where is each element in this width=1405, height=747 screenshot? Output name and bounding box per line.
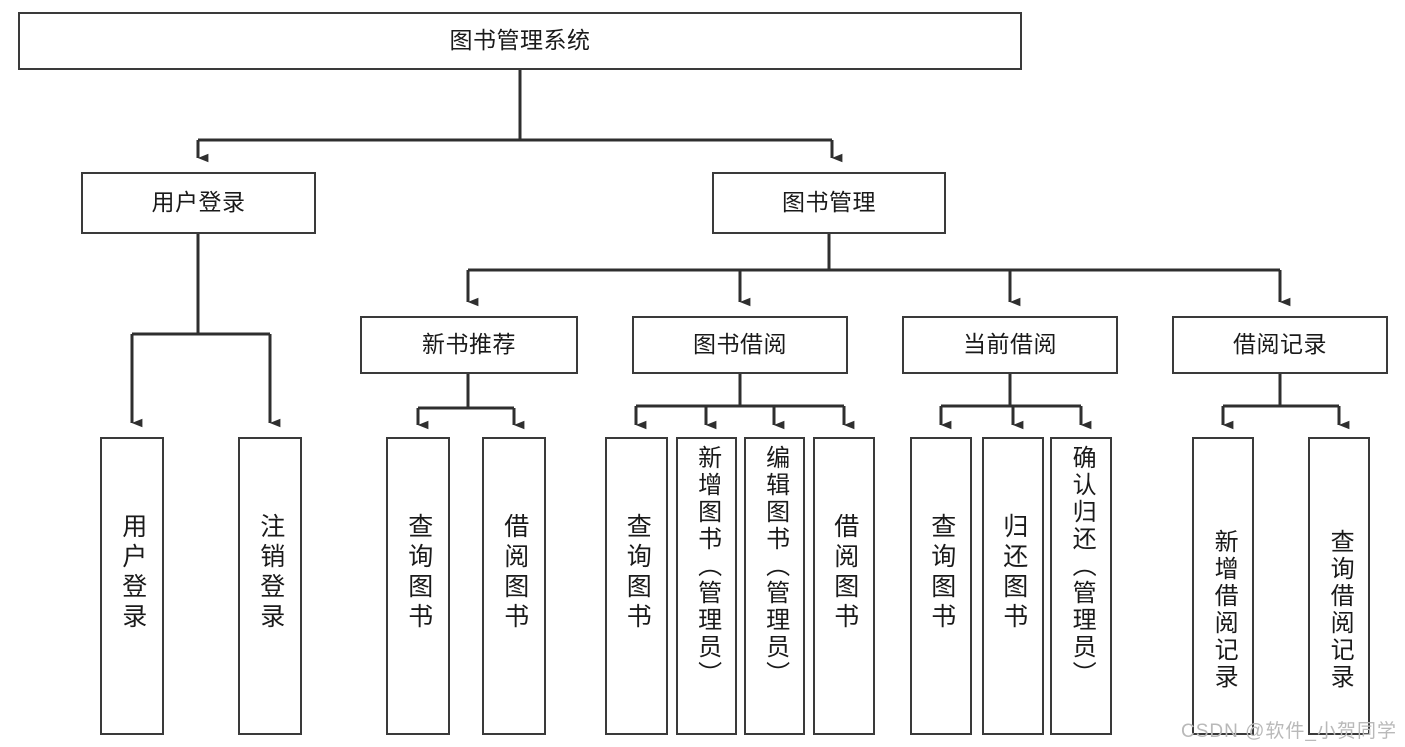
node-leaf-add-borrow-record[interactable]: 新增借阅记录	[1192, 437, 1254, 735]
node-current-borrow-label: 当前借阅	[963, 331, 1057, 358]
node-leaf-query-book-current[interactable]: 查询图书	[910, 437, 972, 735]
node-book-borrow-label: 图书借阅	[693, 331, 787, 358]
node-leaf-return-book[interactable]: 归还图书	[982, 437, 1044, 735]
node-borrow-records-label: 借阅记录	[1233, 331, 1327, 358]
node-root-label: 图书管理系统	[449, 27, 591, 54]
node-leaf-borrow-book-label: 借阅图书	[830, 513, 859, 633]
node-leaf-query-borrow-record-label: 查询借阅记录	[1326, 529, 1354, 691]
node-new-book-recommend[interactable]: 新书推荐	[360, 316, 578, 374]
node-root[interactable]: 图书管理系统	[18, 12, 1022, 70]
node-leaf-borrow-book[interactable]: 借阅图书	[813, 437, 875, 735]
node-new-book-recommend-label: 新书推荐	[422, 331, 516, 358]
node-leaf-user-login-label: 用户登录	[118, 513, 147, 633]
node-leaf-add-book-label: 新增图书（管理员）	[693, 445, 721, 688]
node-book-management-label: 图书管理	[782, 189, 876, 216]
node-book-management[interactable]: 图书管理	[712, 172, 946, 234]
node-leaf-user-login[interactable]: 用户登录	[100, 437, 164, 735]
node-leaf-query-borrow-record[interactable]: 查询借阅记录	[1308, 437, 1370, 735]
node-leaf-borrow-book-recommend-label: 借阅图书	[500, 513, 529, 633]
node-leaf-add-borrow-record-label: 新增借阅记录	[1210, 529, 1238, 691]
csdn-watermark: CSDN @软件_小贺同学	[1181, 721, 1397, 742]
node-leaf-borrow-book-recommend[interactable]: 借阅图书	[482, 437, 546, 735]
node-leaf-edit-book-label: 编辑图书（管理员）	[761, 445, 789, 688]
node-leaf-query-book-recommend-label: 查询图书	[404, 513, 433, 633]
node-leaf-logout[interactable]: 注销登录	[238, 437, 302, 735]
node-user-login-label: 用户登录	[151, 189, 246, 216]
node-leaf-confirm-return[interactable]: 确认归还（管理员）	[1050, 437, 1112, 735]
node-book-borrow[interactable]: 图书借阅	[632, 316, 848, 374]
node-leaf-query-book-current-label: 查询图书	[927, 513, 956, 633]
node-leaf-edit-book[interactable]: 编辑图书（管理员）	[744, 437, 805, 735]
node-leaf-logout-label: 注销登录	[256, 513, 285, 633]
node-borrow-records[interactable]: 借阅记录	[1172, 316, 1388, 374]
node-leaf-add-book[interactable]: 新增图书（管理员）	[676, 437, 737, 735]
node-leaf-query-book-borrow-label: 查询图书	[623, 513, 652, 633]
node-user-login[interactable]: 用户登录	[81, 172, 316, 234]
node-leaf-return-book-label: 归还图书	[999, 513, 1028, 633]
node-leaf-confirm-return-label: 确认归还（管理员）	[1068, 445, 1096, 688]
node-leaf-query-book-recommend[interactable]: 查询图书	[386, 437, 450, 735]
node-leaf-query-book-borrow[interactable]: 查询图书	[605, 437, 668, 735]
node-current-borrow[interactable]: 当前借阅	[902, 316, 1118, 374]
